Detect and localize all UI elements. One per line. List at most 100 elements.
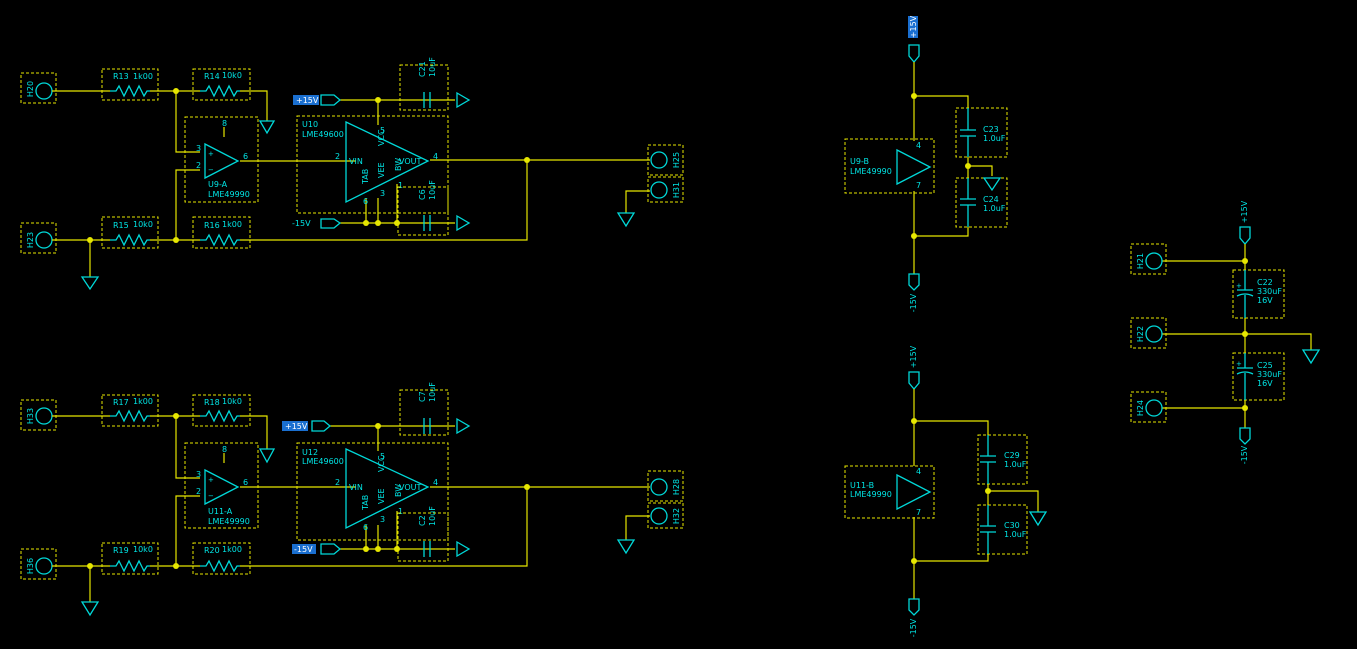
resistor-r17-value: 1k00: [133, 397, 153, 406]
buffer-u10[interactable]: U10 LME49600 2 VIN VOUT 4 5 VCC VEE 3 TA…: [296, 115, 449, 214]
ground-icon: [982, 177, 1002, 192]
capacitor-c29[interactable]: C29 1.0uF: [977, 434, 1028, 485]
u10-pin-vin: 2: [335, 152, 340, 161]
connector-h24[interactable]: H24: [1130, 391, 1167, 423]
capacitor-c23-ref: C23: [983, 125, 999, 134]
u10-pin-vout: 4: [433, 152, 438, 161]
capacitor-c22[interactable]: + C22 330uF 16V: [1232, 269, 1285, 319]
connector-h36[interactable]: H36: [20, 548, 57, 580]
u12-pin-vcc: 5: [380, 452, 385, 461]
connector-h28[interactable]: H28: [647, 470, 684, 502]
psu-p15-label: +15V: [1240, 200, 1249, 223]
power-port-icon: [908, 598, 920, 616]
svg-text:+: +: [1236, 360, 1242, 368]
connector-h33[interactable]: H33: [20, 399, 57, 431]
u9b-pin-top: 4: [916, 141, 921, 150]
power-flag-n15-ch1: -15V: [292, 218, 342, 229]
capacitor-c24-value: 1.0uF: [983, 204, 1006, 213]
connector-h21[interactable]: H21: [1130, 243, 1167, 275]
capacitor-c2[interactable]: C2 10uF: [397, 506, 449, 562]
opamp-u9a[interactable]: + − 3 2 6 8 U9-A LME49990: [184, 116, 259, 203]
u12-pin-vout: 4: [433, 478, 438, 487]
connector-h23[interactable]: H23: [20, 222, 57, 254]
svg-text:+: +: [208, 476, 214, 484]
u12-ref: U12: [302, 448, 318, 457]
resistor-r14[interactable]: R14 10k0: [192, 68, 251, 101]
u10-part: LME49600: [302, 130, 344, 139]
u10-label-vcc: VCC: [377, 129, 386, 146]
connector-h22[interactable]: H22: [1130, 317, 1167, 349]
capacitor-c25[interactable]: + C25 330uF 16V: [1232, 352, 1285, 401]
u9a-pin-minus: 2: [196, 161, 201, 170]
connector-h31[interactable]: H31: [647, 176, 684, 203]
resistor-r13[interactable]: R13 1k00: [101, 68, 159, 101]
u11a-ref: U11-A: [208, 507, 233, 516]
capacitor-c22-ref: C22: [1257, 278, 1273, 287]
capacitor-c25-voltage: 16V: [1257, 379, 1273, 388]
connector-h32-label: H32: [672, 508, 681, 524]
u12-label-tab: TAB: [361, 495, 370, 511]
resistor-r18-ref: R18: [204, 398, 220, 407]
opamp-u9b[interactable]: U9-B LME49990 4 7: [844, 138, 935, 194]
resistor-r17-ref: R17: [113, 398, 129, 407]
u11b-part: LME49990: [850, 490, 892, 499]
resistor-r16[interactable]: R16 1k00: [192, 216, 251, 249]
capacitor-c2-ref: C2: [418, 515, 427, 526]
resistor-r20[interactable]: R20 1k00: [192, 542, 251, 575]
resistor-r17[interactable]: R17 1k00: [101, 394, 159, 427]
connector-h32[interactable]: H32: [647, 502, 684, 529]
capacitor-c29-value: 1.0uF: [1004, 460, 1027, 469]
resistor-r19[interactable]: R19 10k0: [101, 542, 159, 575]
connector-h25[interactable]: H25: [647, 144, 684, 176]
capacitor-c21[interactable]: C21 10uF: [399, 57, 449, 111]
ground-icon: [80, 276, 100, 291]
u12-label-vcc: VCC: [377, 455, 386, 472]
u11b-ref: U11-B: [850, 481, 874, 490]
svg-text:−: −: [208, 166, 214, 174]
connector-h20[interactable]: H20: [20, 72, 57, 104]
power-flag-n15-ch2: -15V: [292, 543, 342, 555]
u10-pin-vee: 3: [380, 189, 385, 198]
dec2-p15-label: +15V: [909, 345, 918, 368]
ground-icon: [456, 417, 471, 435]
resistor-r20-ref: R20: [204, 546, 220, 555]
resistor-r13-ref: R13: [113, 72, 129, 81]
resistor-r18[interactable]: R18 10k0: [192, 394, 251, 427]
u11a-pin-plus: 3: [196, 470, 201, 479]
resistor-r15-value: 10k0: [133, 220, 153, 229]
u12-label-bw: BW: [394, 484, 403, 497]
channel-2: H33 H36 R17 1k00: [20, 382, 684, 617]
dec2-n15-label: -15V: [909, 618, 918, 637]
connector-h36-label: H36: [26, 558, 35, 574]
psu-block: +15V H21 H22 H24 + C22 330uF 16V: [1130, 200, 1321, 464]
u10-label-vout: VOUT: [399, 157, 421, 166]
ground-icon: [456, 214, 471, 232]
resistor-r15[interactable]: R15 10k0: [101, 216, 159, 249]
capacitor-c7[interactable]: C7 10uF: [399, 382, 449, 436]
capacitor-c24[interactable]: C24 1.0uF: [955, 177, 1008, 228]
capacitor-c23[interactable]: C23 1.0uF: [955, 107, 1008, 158]
u10-label-bw: BW: [394, 158, 403, 171]
u11a-part: LME49990: [208, 517, 250, 526]
decoupling-u9b: +15V U9-B LME49990 4 7 C23 1.0uF C24 1.0…: [844, 15, 1008, 312]
psu-n15-label: -15V: [1240, 445, 1249, 464]
capacitor-c25-value: 330uF: [1257, 370, 1282, 379]
u10-pin-tab: 6: [363, 197, 368, 206]
capacitor-c25-ref: C25: [1257, 361, 1273, 370]
u9a-ref: U9-A: [208, 180, 228, 189]
opamp-u11b[interactable]: U11-B LME49990 4 7: [844, 465, 935, 519]
svg-text:−: −: [208, 492, 214, 500]
capacitor-c29-ref: C29: [1004, 451, 1020, 460]
capacitor-c21-value: 10uF: [428, 57, 437, 77]
u9a-pin-supply: 8: [222, 119, 227, 128]
opamp-u11a[interactable]: + − 3 2 6 8 U11-A LME49990: [184, 442, 259, 529]
capacitor-c6[interactable]: C6 10uF: [397, 180, 449, 236]
capacitor-c22-voltage: 16V: [1257, 296, 1273, 305]
ch1-wires: [52, 90, 650, 277]
capacitor-c30[interactable]: C30 1.0uF: [977, 504, 1028, 555]
ground-icon: [1301, 349, 1321, 365]
ground-icon: [616, 212, 636, 228]
buffer-u12[interactable]: U12 LME49600 2 VIN VOUT 4 5 VCC VEE 3 TA…: [296, 442, 449, 541]
u9b-pin-bot: 7: [916, 181, 921, 190]
